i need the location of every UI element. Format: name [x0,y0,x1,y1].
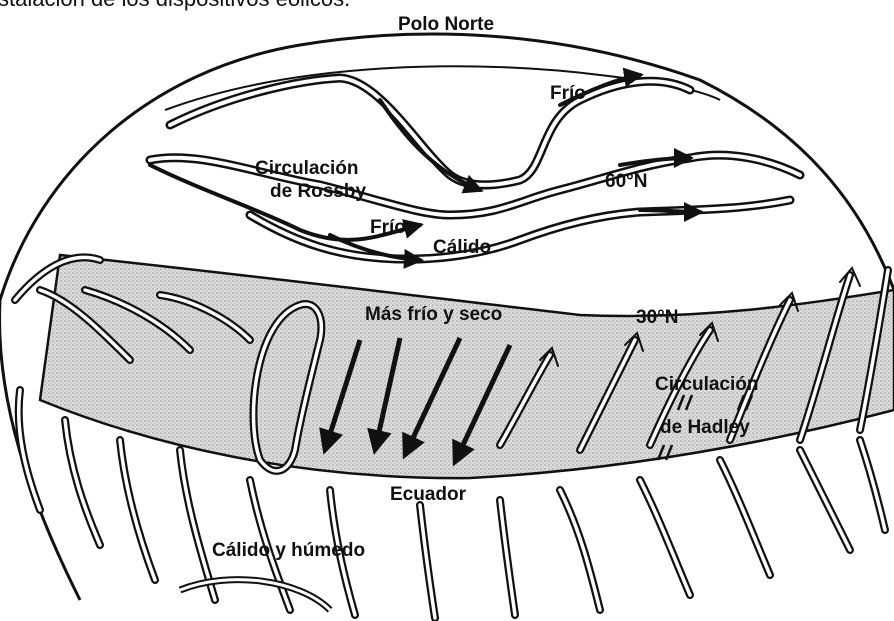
label-colder-drier: Más frío y seco [365,304,502,325]
label-rossby-line2: de Rossby [270,181,367,202]
label-60n: 60°N [605,171,647,192]
label-hadley-line1: Circulación [655,374,758,395]
label-warm-mid: Cálido [433,237,491,258]
label-30n: 30°N [636,307,678,328]
label-hadley-line2: de Hadley [660,417,750,438]
label-cold-top: Frío [550,83,586,104]
label-cold-mid: Frío [370,217,406,238]
label-rossby-line1: Circulación [255,158,358,179]
label-warm-humid: Cálido y húmedo [212,540,365,561]
label-equator: Ecuador [390,484,467,505]
label-north-pole: Polo Norte [398,14,494,35]
